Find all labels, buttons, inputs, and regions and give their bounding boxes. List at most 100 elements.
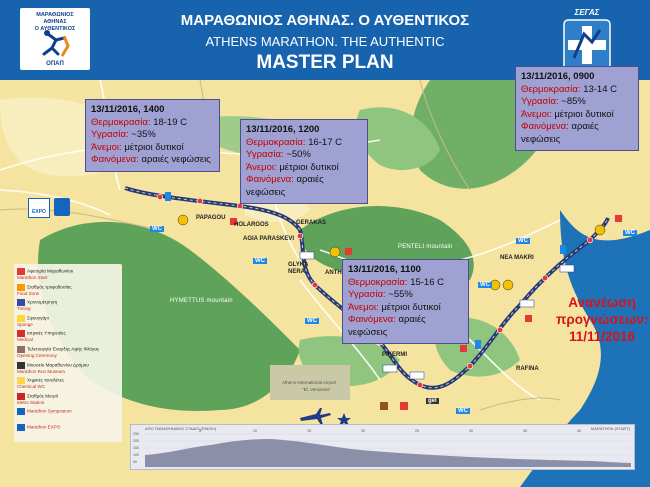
place-pikermi: PIKERMI: [382, 352, 408, 358]
elevation-x-tick: 25: [415, 429, 419, 433]
temp-value: 16-17 C: [308, 136, 342, 148]
elevation-x-tick: 5: [199, 429, 201, 433]
wc-badge-3: WC: [305, 318, 319, 324]
forecast-datetime: 13/11/2016, 1200: [246, 124, 320, 135]
wind-label: Άνεμοι:: [348, 301, 379, 313]
wind-label: Άνεμοι:: [521, 108, 552, 120]
title-english: ATHENS MARATHON. THE AUTHENTIC: [205, 34, 445, 49]
elevation-end-label: MARATHON (START): [590, 426, 630, 431]
opap-brand: ΟΠΑΠ: [46, 61, 64, 67]
phenomena-label: Φαινόμενα:: [521, 121, 569, 132]
airport-label-2: "El. Venizelos": [302, 387, 331, 392]
elevation-y-tick: 250: [133, 432, 139, 436]
legend-greek: Αφετηρία Μαραθωνίου: [27, 268, 74, 274]
legend-icon: [17, 299, 25, 307]
airplane-icon: [300, 408, 331, 425]
legend-english: Marathon Symposium: [27, 409, 72, 415]
phenomena-value: αραιές νεφώσεις: [521, 121, 599, 145]
hymettus-label: HYMETTUS mountain: [170, 298, 233, 304]
wind-value: μέτριοι δυτικοί: [554, 108, 614, 120]
wc-badge-2: WC: [253, 258, 267, 264]
legend-icon: [17, 377, 25, 385]
humidity-value: ~55%: [388, 289, 413, 300]
legend-english: Chemical WC: [17, 384, 46, 390]
legend-greek: Μουσείο Μαραθωνίου Δρόμου: [27, 362, 89, 368]
legend-text: Marathon EXPO: [27, 425, 60, 430]
forecast-card-1200: 13/11/2016, 1200 Θερμοκρασία: 16-17 C Υγ…: [240, 119, 368, 204]
forecast-update-note: Ανανέωση προγνώσεων: 11/11/2016: [556, 295, 649, 344]
temp-label: Θερμοκρασία:: [521, 83, 581, 95]
legend-greek: Χημικές τουαλέτες: [27, 377, 65, 383]
segas-logo: ΣΕΓΑΣ: [552, 8, 622, 72]
humidity-label: Υγρασία:: [348, 289, 386, 300]
penteli-label: PENTELI mountain: [398, 244, 453, 250]
gel-badge: gel: [426, 398, 439, 404]
legend-english: Marathon EXPO: [27, 424, 61, 430]
legend-english: Sponge: [17, 321, 33, 327]
humidity-value: ~35%: [131, 129, 156, 140]
forecast-datetime: 13/11/2016, 1400: [91, 104, 165, 115]
wc-badge-6: WC: [478, 282, 492, 288]
elevation-area: [145, 439, 631, 467]
elevation-start-label: ΑΠΟ ΠΑΝΑΘΗΝΑΪΚΟ ΣΤΑΔΙΟ (FINISH): [145, 426, 217, 431]
legend-greek: Χρονομέτρηση: [27, 299, 58, 305]
legend-greek: Σταθμός Μετρό: [27, 393, 59, 399]
legend-english: Food Zone: [17, 290, 40, 296]
humidity-value: ~50%: [286, 149, 311, 160]
symposium-logo: [54, 198, 70, 216]
legend-english: Medical: [17, 337, 33, 343]
legend-icon: [17, 408, 25, 416]
runner-icon: [42, 30, 70, 57]
legend-icon: [17, 392, 25, 400]
legend-english: Opening Ceremony: [17, 353, 57, 358]
forecast-card-1100: 13/11/2016, 1100 Θερμοκρασία: 15-16 C Υγ…: [342, 259, 469, 344]
title-master-plan: MASTER PLAN: [256, 52, 394, 73]
legend-greek: Σταθμός τροφοδοσίας: [27, 284, 72, 290]
place-rafina: RAFINA: [516, 366, 539, 372]
wc-badge-5: WC: [623, 230, 637, 236]
header-banner: ΜΑΡΑΘΩΝΙΟΣ ΑΘΗΝΑΣ Ο ΑΥΘΕΝΤΙΚΟΣ ΟΠΑΠ ΜΑΡΑ…: [0, 0, 650, 80]
wc-badge-7: WC: [456, 408, 470, 414]
elevation-y-tick: 50: [133, 460, 137, 464]
expo-logo-label: EXPO: [32, 209, 46, 215]
place-glyka-nera: GLYKA NERA: [288, 262, 309, 275]
elevation-x-tick: 35: [523, 429, 527, 433]
wind-label: Άνεμοι:: [246, 161, 277, 173]
airport-zone: [270, 365, 350, 400]
phenomena-value: αραιές νεφώσεις: [246, 174, 324, 198]
logo-line-3: Ο ΑΥΘΕΝΤΙΚΟΣ: [34, 26, 76, 32]
logo-line-2: ΑΘΗΝΑΣ: [43, 19, 67, 25]
legend-icon: [17, 361, 25, 369]
place-gerakas: GERAKAS: [296, 220, 327, 226]
humidity-label: Υγρασία:: [521, 96, 559, 107]
legend-item: Marathon EXPO: [17, 424, 60, 431]
sea-area: [520, 210, 650, 487]
elevation-y-tick: 100: [133, 453, 139, 457]
wind-value: μέτριοι δυτικοί: [381, 301, 441, 313]
legend-icon: [17, 330, 25, 338]
temp-label: Θερμοκρασία:: [348, 276, 408, 288]
place-holargos: HOLARGOS: [234, 222, 269, 228]
legend-icon: [17, 346, 25, 353]
legend-english: Marathon Run Museum: [17, 368, 66, 374]
temp-label: Θερμοκρασία:: [246, 136, 306, 148]
elevation-y-tick: 200: [133, 439, 139, 443]
legend-greek: Σφουγγάρι: [27, 315, 49, 321]
legend-greek: Τελετουργία Έναρξης Αφής Φλόγας: [27, 346, 100, 352]
legend-icon: [17, 283, 25, 291]
legend-english: Marathon Start: [17, 275, 48, 280]
place-papagou: PAPAGOU: [196, 215, 226, 221]
elevation-y-tick: 150: [133, 446, 139, 450]
phenomena-label: Φαινόμενα:: [348, 314, 396, 325]
